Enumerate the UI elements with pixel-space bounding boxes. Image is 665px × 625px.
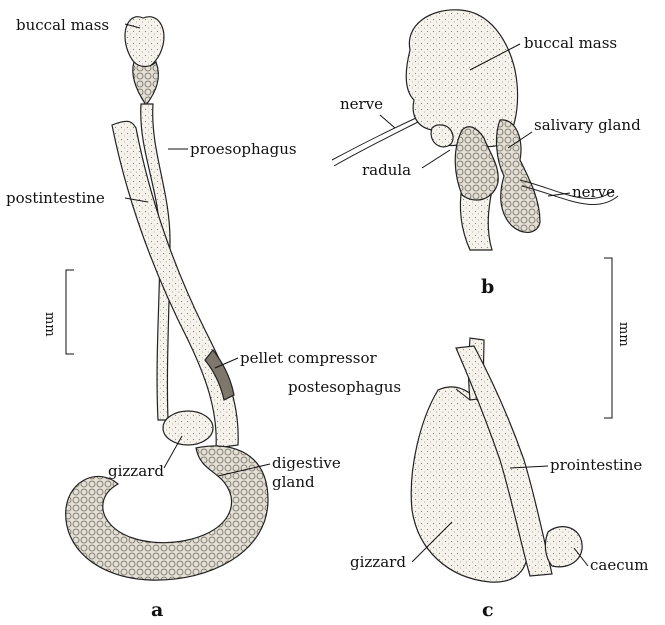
label-b-nerve-right: nerve — [572, 183, 615, 201]
panel-a-gizzard-shape — [163, 411, 213, 445]
label-c-prointestine: prointestine — [550, 456, 642, 474]
panel-a-buccal-mass-shape — [125, 17, 164, 70]
panel-a-salivary-shape — [133, 62, 159, 105]
panel-a — [66, 17, 268, 580]
panel-b-nerve-left-shape — [332, 118, 418, 166]
label-a-postintestine: postintestine — [6, 189, 105, 207]
scale-bar-right — [604, 258, 612, 418]
label-c-caecum: caecum — [590, 556, 649, 574]
label-c-postesophagus: postesophagus — [288, 378, 401, 396]
panel-letter-c: c — [482, 599, 494, 621]
panel-b-salivary-right-shape — [497, 120, 540, 233]
label-a-buccal-mass: buccal mass — [16, 16, 109, 34]
panel-b-knob-shape — [431, 125, 453, 147]
panel-letter-a: a — [151, 599, 163, 621]
label-b-radula: radula — [362, 161, 411, 179]
scale-bar-left-unit: mm — [42, 312, 57, 337]
label-a-digestive-line2: gland — [272, 473, 315, 491]
panel-a-digestive-gland-shape — [66, 446, 268, 580]
label-a-proesophagus: proesophagus — [190, 140, 297, 158]
scale-bar-left — [66, 270, 74, 354]
scale-bar-right-unit: mm — [616, 322, 631, 347]
label-a-gizzard: gizzard — [108, 462, 164, 480]
label-b-salivary-gland: salivary gland — [534, 116, 641, 134]
label-b-nerve-left: nerve — [340, 95, 383, 113]
label-a-pellet-compressor: pellet compressor — [240, 349, 377, 367]
panel-c-caecum-shape — [545, 527, 582, 567]
label-a-digestive-line1: digestive — [272, 454, 341, 472]
leader-b-radula — [422, 150, 450, 168]
label-c-gizzard: gizzard — [350, 553, 406, 571]
leader-b-nerve-left — [380, 115, 395, 128]
label-b-buccal-mass: buccal mass — [524, 34, 617, 52]
panel-a-postintestine-shape — [112, 121, 238, 448]
panel-letter-b: b — [481, 276, 494, 298]
